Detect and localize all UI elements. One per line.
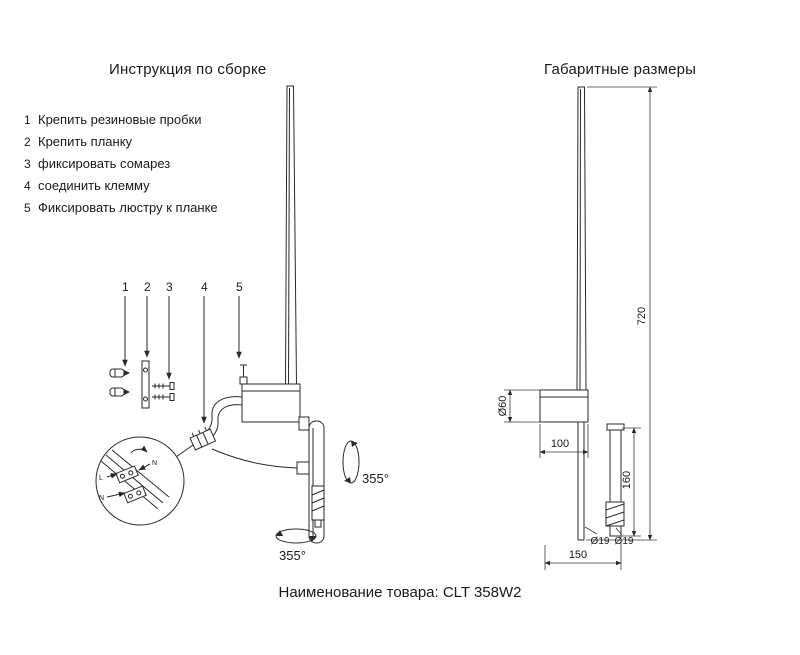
dimension-dia-small-label: Ø19 bbox=[615, 536, 634, 547]
dimension-drawing: 720 Ø60 100 160 bbox=[497, 86, 657, 570]
dimension-depth: 150 bbox=[544, 542, 622, 570]
screws-icon bbox=[152, 382, 175, 401]
step-label: Крепить планку bbox=[38, 134, 133, 149]
dimensions-title: Габаритные размеры bbox=[544, 61, 697, 78]
bracket-dim-drawing bbox=[539, 389, 589, 423]
small-tube-dim-drawing bbox=[605, 423, 625, 537]
rotation-indicator-bottom bbox=[275, 528, 317, 544]
dimension-height-label: 720 bbox=[636, 307, 648, 325]
step-label: соединить клемму bbox=[38, 178, 150, 193]
step-row: 1 Крепить резиновые пробки bbox=[24, 112, 218, 134]
dimension-height: 720 bbox=[586, 86, 657, 541]
dimension-depth-label: 150 bbox=[569, 549, 587, 561]
step-row: 2 Крепить планку bbox=[24, 134, 218, 156]
dimension-arm: 100 bbox=[539, 424, 589, 458]
mounting-bar-icon bbox=[141, 360, 150, 409]
wall-plate-drawing bbox=[296, 416, 325, 544]
bracket-drawing bbox=[239, 364, 301, 423]
step-number: 5 bbox=[24, 201, 31, 215]
dimension-plate-dia: Ø60 bbox=[497, 389, 540, 423]
dimension-small-tube-label: 160 bbox=[621, 471, 633, 489]
step-number: 2 bbox=[24, 135, 31, 149]
detail-label-n: N bbox=[99, 495, 104, 502]
step-number: 1 bbox=[24, 113, 31, 127]
detail-label-n-top: N bbox=[152, 460, 157, 467]
dimension-tube-diameters: Ø19 Ø19 bbox=[584, 526, 634, 547]
step-row: 3 фиксировать сомарез bbox=[24, 156, 218, 178]
step-label: фиксировать сомарез bbox=[38, 156, 171, 171]
dimension-small-tube: 160 bbox=[621, 427, 641, 537]
step-row: 5 Фиксировать люстру к планке bbox=[24, 200, 218, 222]
assembly-steps-list: 1 Крепить резиновые пробки 2 Крепить пла… bbox=[24, 112, 218, 222]
callout-1: 1 bbox=[122, 280, 129, 294]
rotation-indicator-side bbox=[342, 440, 360, 484]
callout-2: 2 bbox=[144, 280, 151, 294]
lamp-tube-dim-drawing bbox=[576, 86, 587, 541]
dimension-arm-label: 100 bbox=[551, 438, 569, 450]
terminal-block-drawing bbox=[189, 426, 217, 451]
rotation-bottom-label: 355° bbox=[279, 548, 306, 563]
callout-leaders bbox=[122, 296, 242, 424]
detail-circle-drawing: N L N bbox=[95, 436, 194, 526]
assembly-drawing: N L N 1 2 3 4 5 bbox=[95, 85, 389, 563]
step-label: Фиксировать люстру к планке bbox=[38, 200, 218, 215]
lamp-tube-drawing bbox=[284, 85, 298, 386]
step-label: Крепить резиновые пробки bbox=[38, 112, 202, 127]
dimension-dia-main-label: Ø19 bbox=[591, 536, 610, 547]
step-row: 4 соединить клемму bbox=[24, 178, 218, 200]
step-number: 4 bbox=[24, 179, 31, 193]
dimension-plate-dia-label: Ø60 bbox=[497, 396, 509, 417]
rotation-side-label: 355° bbox=[362, 471, 389, 486]
step-number: 3 bbox=[24, 157, 31, 171]
callout-3: 3 bbox=[166, 280, 173, 294]
product-name: Наименование товара: CLT 358W2 bbox=[278, 584, 522, 601]
assembly-title: Инструкция по сборке bbox=[109, 61, 267, 78]
detail-label-l: L bbox=[99, 475, 103, 482]
rubber-plugs-icon bbox=[109, 368, 130, 397]
callout-4: 4 bbox=[201, 280, 208, 294]
callout-5: 5 bbox=[236, 280, 243, 294]
